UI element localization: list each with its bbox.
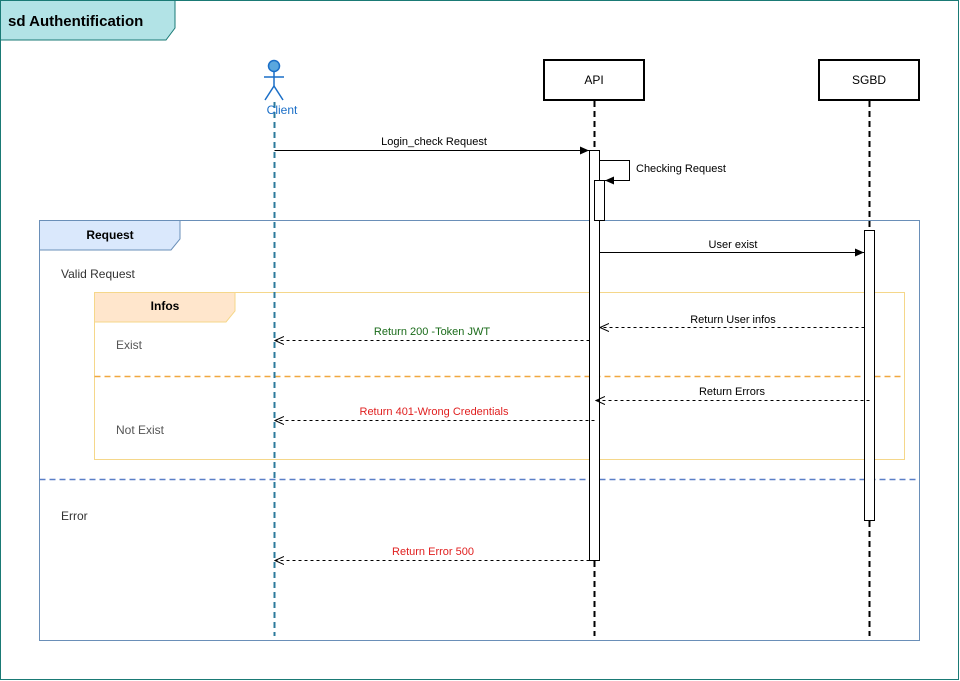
login-check-label: Login_check Request [381, 136, 487, 148]
guard-valid-request: Valid Request [61, 267, 135, 281]
return-200-label: Return 200 -Token JWT [374, 326, 490, 338]
infos-fragment-label: Infos [151, 299, 180, 313]
request-fragment-tab [39, 220, 181, 251]
guard-error: Error [61, 509, 88, 523]
return-errors-label: Return Errors [699, 386, 766, 398]
sgbd-participant [818, 59, 920, 101]
sgbd-activation [864, 230, 875, 521]
api-label: API [584, 73, 603, 87]
infos-fragment-tab [94, 292, 236, 323]
return-401-label: Return 401-Wrong Credentials [360, 406, 509, 418]
user-exist-label: User exist [709, 239, 758, 251]
api-nested-activation [594, 180, 605, 221]
client-actor-icon [264, 59, 284, 101]
sgbd-label: SGBD [852, 73, 886, 87]
guard-not-exist: Not Exist [116, 423, 165, 437]
guard-exist: Exist [116, 338, 143, 352]
checking-request-arrow [599, 160, 630, 185]
checking-request-label: Checking Request [636, 163, 726, 175]
request-fragment [39, 220, 920, 641]
diagram-title-tab [0, 0, 176, 41]
return-500-label: Return Error 500 [392, 546, 474, 558]
diagram-title: sd Authentification [8, 13, 143, 30]
request-fragment-label: Request [86, 228, 133, 242]
client-label: Client [267, 103, 298, 117]
api-participant [543, 59, 645, 101]
return-user-infos-label: Return User infos [690, 314, 776, 326]
api-activation [589, 150, 600, 561]
